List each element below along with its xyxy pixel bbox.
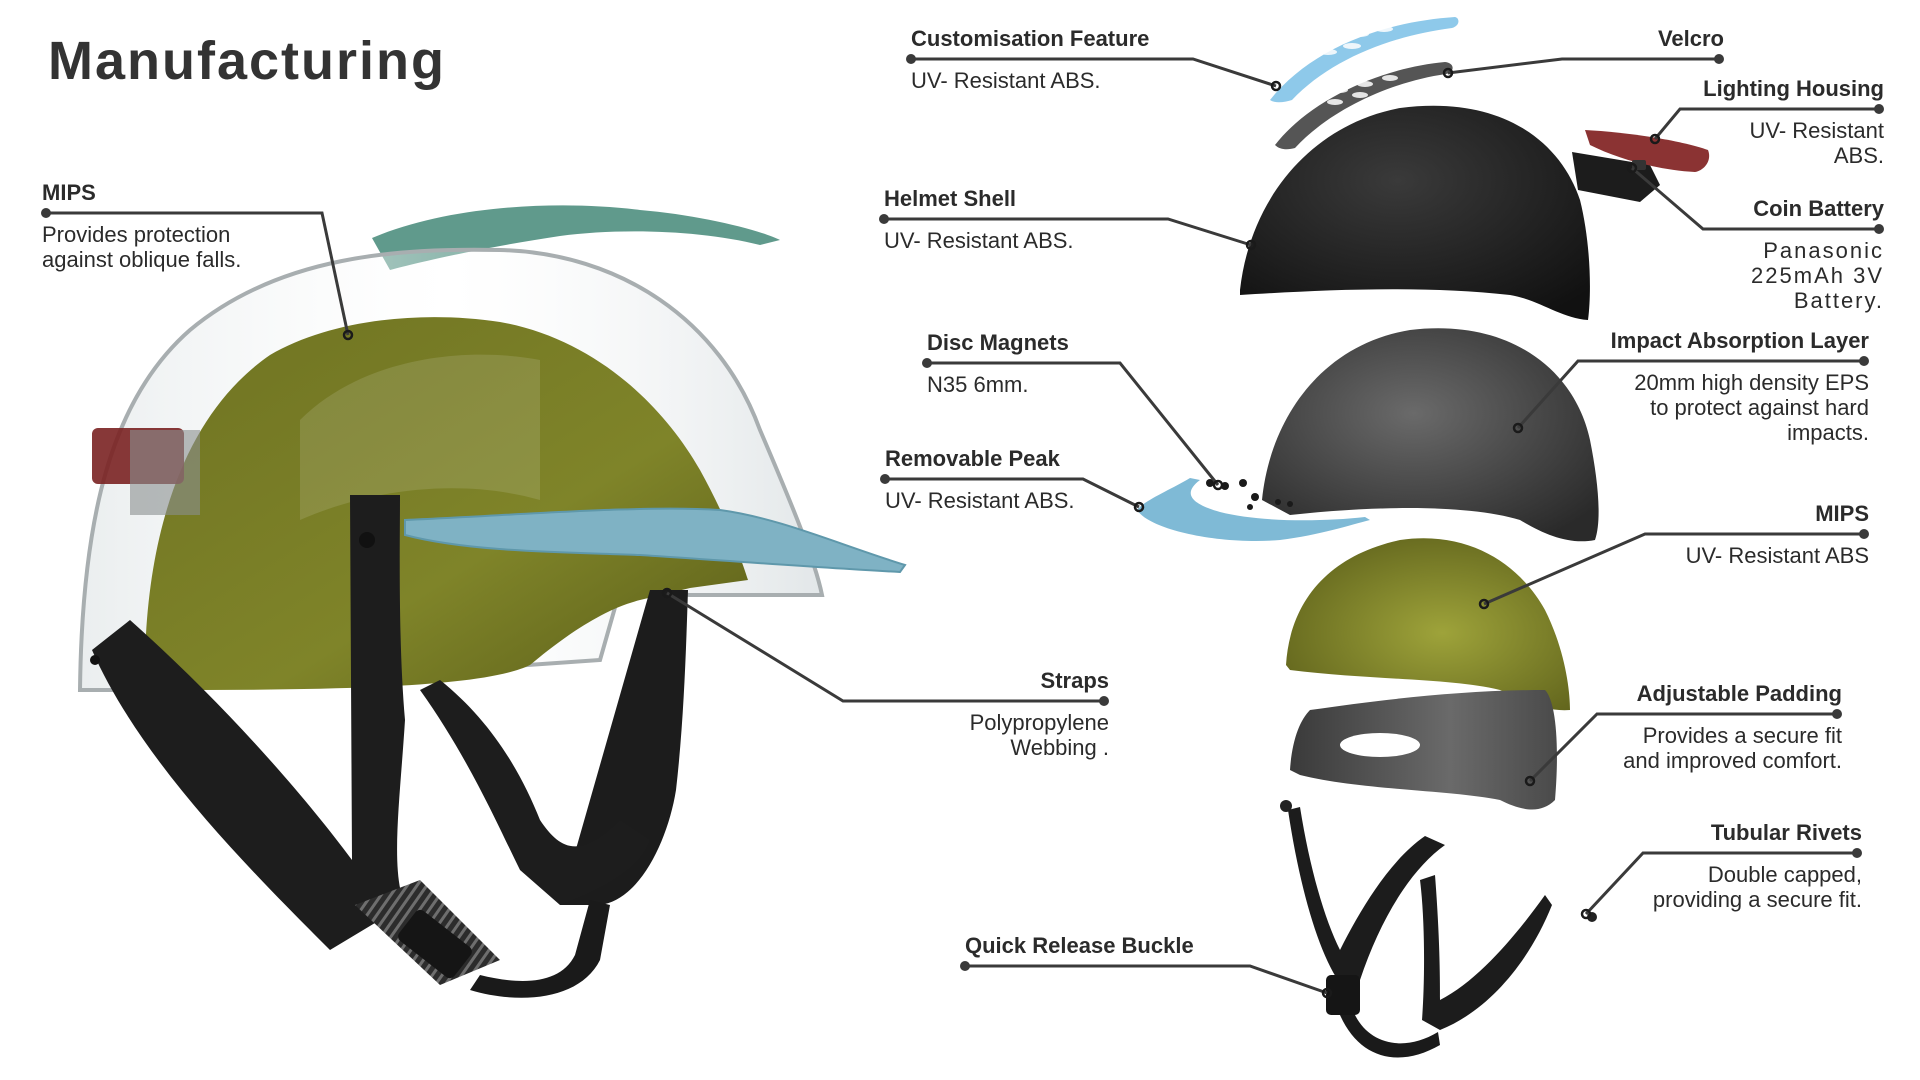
- callout-name: Helmet Shell: [884, 186, 1017, 211]
- callout-desc: N35 6mm.: [927, 372, 1029, 397]
- leader-lines: [46, 57, 1879, 995]
- callout-name: Straps: [1040, 668, 1109, 693]
- callout-name: Quick Release Buckle: [965, 933, 1194, 958]
- leader-end-rings: [342, 67, 1661, 999]
- callout-name: Coin Battery: [1753, 196, 1884, 221]
- assembled-buckle: [398, 909, 472, 979]
- callout-name: Tubular Rivets: [1710, 820, 1862, 845]
- callout-removable-peak: Removable Peak UV- Resistant ABS.: [885, 446, 1075, 513]
- callout-desc: Panasonic 225mAh 3V Battery.: [1751, 238, 1884, 313]
- exploded-view: [1137, 17, 1710, 1058]
- callout-disc-magnets: Disc Magnets N35 6mm.: [927, 330, 1069, 397]
- callout-name: Disc Magnets: [927, 330, 1069, 355]
- page-title: Manufacturing: [48, 31, 446, 91]
- callout-name: Velcro: [1657, 26, 1724, 51]
- callout-tubular-rivets: Tubular Rivets Double capped, providing …: [1653, 820, 1862, 912]
- callout-desc: Polypropylene Webbing .: [969, 710, 1109, 760]
- callout-coin-battery: Coin Battery Panasonic 225mAh 3V Battery…: [1751, 196, 1884, 313]
- exploded-lighting-housing: [1585, 130, 1710, 172]
- callout-lighting-housing: Lighting Housing UV- Resistant ABS.: [1703, 76, 1884, 168]
- exploded-mips: [1286, 538, 1570, 711]
- callout-desc: 20mm high density EPS to protect against…: [1634, 370, 1869, 445]
- front-strap: [560, 590, 688, 905]
- assembled-mips-liner: [145, 317, 748, 690]
- callout-name: Customisation Feature: [911, 26, 1150, 51]
- callout-desc: UV- Resistant ABS.: [1749, 118, 1885, 168]
- callout-desc: Provides a secure fit and improved comfo…: [1623, 723, 1842, 773]
- callout-impact-absorption-layer: Impact Absorption Layer 20mm high densit…: [1611, 328, 1869, 445]
- callout-name: Lighting Housing: [1703, 76, 1884, 101]
- exploded-straps: [1288, 807, 1445, 990]
- callout-velcro: Velcro: [1658, 26, 1724, 52]
- callout-desc: UV- Resistant ABS.: [884, 228, 1074, 253]
- callout-quick-release-buckle: Quick Release Buckle: [965, 933, 1194, 959]
- callout-desc: Double capped, providing a secure fit.: [1652, 862, 1862, 912]
- callout-name: Adjustable Padding: [1636, 681, 1842, 706]
- callout-mips-main: MIPS Provides protection against oblique…: [42, 180, 241, 272]
- exploded-velcro: [1275, 62, 1453, 150]
- callout-customisation-feature: Customisation Feature UV- Resistant ABS.: [911, 26, 1149, 93]
- assembled-customisation-feature: [372, 205, 780, 270]
- callout-desc: UV- Resistant ABS.: [885, 488, 1075, 513]
- callout-name: Removable Peak: [885, 446, 1060, 471]
- middle-strap: [420, 680, 650, 905]
- callout-mips-exploded: MIPS UV- Resistant ABS: [1686, 501, 1869, 568]
- callout-name: Impact Absorption Layer: [1610, 328, 1869, 353]
- callout-desc: Provides protection against oblique fall…: [42, 222, 242, 272]
- exploded-customisation-feature: [1270, 17, 1459, 103]
- callout-desc: UV- Resistant ABS: [1685, 543, 1869, 568]
- exploded-quick-release-buckle: [1326, 975, 1360, 1015]
- callout-adjustable-padding: Adjustable Padding Provides a secure fit…: [1623, 681, 1842, 773]
- exploded-peak: [1137, 478, 1370, 541]
- exploded-impact-absorption-layer: [1262, 328, 1599, 542]
- callout-straps: Straps Polypropylene Webbing .: [970, 668, 1109, 760]
- callout-name: MIPS: [42, 180, 96, 205]
- callout-name: MIPS: [1815, 501, 1869, 526]
- leader-dots: [41, 54, 1884, 971]
- callout-desc: UV- Resistant ABS.: [911, 68, 1101, 93]
- callout-helmet-shell: Helmet Shell UV- Resistant ABS.: [884, 186, 1074, 253]
- exploded-adjustable-padding: [1290, 690, 1557, 810]
- assembled-helmet: [77, 205, 907, 998]
- assembled-peak: [404, 507, 907, 574]
- exploded-helmet-shell: [1240, 105, 1590, 320]
- exploded-rivet: [1280, 800, 1292, 812]
- rear-strap: [92, 495, 405, 950]
